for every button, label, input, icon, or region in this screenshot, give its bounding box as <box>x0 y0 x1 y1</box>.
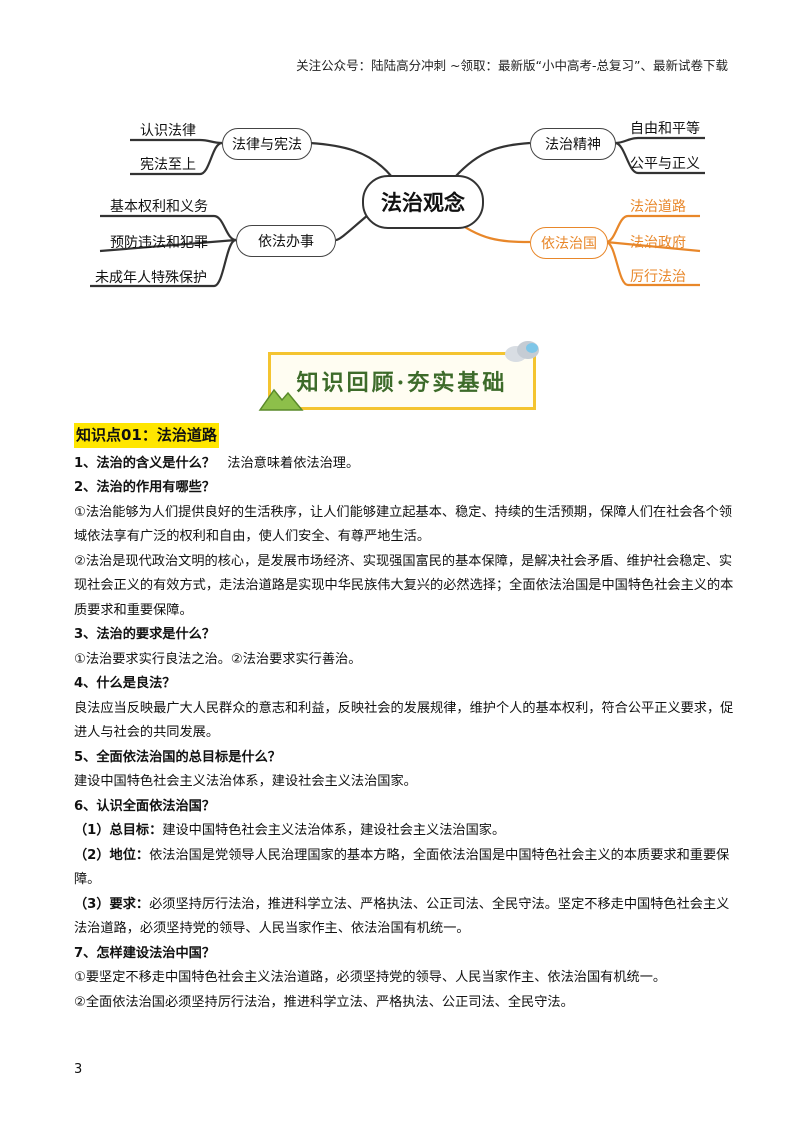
q6-item-2: （2）地位：依法治国是党领导人民治理国家的基本方略，全面依法治国是中国特色社会主… <box>74 844 734 893</box>
leaf-prevent-crime: 预防违法和犯罪 <box>110 235 208 251</box>
cloud-icon <box>505 341 539 362</box>
q6-item-1-text: 建设中国特色社会主义法治体系，建设社会主义法治国家。 <box>162 823 506 838</box>
page-header: 关注公众号：陆陆高分冲刺 ~领取：最新版“小中高考-总复习”、最新试卷下载 <box>296 58 728 73</box>
section-banner: 知识回顾·夯实基础 <box>268 352 536 410</box>
leaf-freedom-equality: 自由和平等 <box>630 121 700 137</box>
q1-question: 1、法治的含义是什么？ <box>74 455 216 471</box>
q5-question: 5、全面依法治国的总目标是什么？ <box>74 749 281 765</box>
q1-answer: 法治意味着依法治理。 <box>227 455 360 471</box>
q6-item-3: （3）要求：必须坚持厉行法治，推进科学立法、严格执法、公正司法、全民守法。坚定不… <box>74 893 734 942</box>
q6-item-1: （1）总目标：建设中国特色社会主义法治体系，建设社会主义法治国家。 <box>74 819 734 844</box>
q7-answer-1: ①要坚定不移走中国特色社会主义法治道路，必须坚持党的领导、人民当家作主、依法治国… <box>74 970 667 985</box>
content: 知识点01：法治道路 1、法治的含义是什么？ 法治意味着依法治理。 2、法治的作… <box>74 423 734 1015</box>
leaf-strict-rule-of-law: 厉行法治 <box>630 269 686 285</box>
page-number: 3 <box>74 1062 83 1077</box>
branch-law-constitution: 法律与宪法 <box>222 128 312 160</box>
q6-item-3-label: （3）要求： <box>74 896 150 912</box>
banner-title: 知识回顾·夯实基础 <box>296 370 508 396</box>
leaf-minor-protection: 未成年人特殊保护 <box>95 270 207 286</box>
q7-question: 7、怎样建设法治中国？ <box>74 945 216 961</box>
leaf-fairness-justice: 公平与正义 <box>630 156 700 172</box>
q6-item-2-text: 依法治国是党领导人民治理国家的基本方略，全面依法治国是中国特色社会主义的本质要求… <box>74 847 730 888</box>
q4-answer: 良法应当反映最广大人民群众的意志和利益，反映社会的发展规律，维护个人的基本权利，… <box>74 700 734 741</box>
q5-answer: 建设中国特色社会主义法治体系，建设社会主义法治国家。 <box>74 774 417 789</box>
branch-act-by-law: 依法办事 <box>236 225 336 257</box>
q2-question: 2、法治的作用有哪些？ <box>74 480 216 495</box>
mind-map: 法治观念 法律与宪法 认识法律 宪法至上 法治精神 自由和平等 公平与正义 依法… <box>0 0 800 320</box>
q6-item-2-label: （2）地位： <box>74 847 150 863</box>
knowledge-point-title: 知识点01：法治道路 <box>74 423 219 448</box>
q4-question: 4、什么是良法？ <box>74 676 176 691</box>
branch-rule-country-by-law: 依法治国 <box>530 227 608 259</box>
q3-question: 3、法治的要求是什么？ <box>74 627 216 642</box>
leaf-constitution-supreme: 宪法至上 <box>140 157 196 173</box>
q6-item-3-text: 必须坚持厉行法治，推进科学立法、严格执法、公正司法、全民守法。坚定不移走中国特色… <box>74 896 730 937</box>
q2-answer-2: ②法治是现代政治文明的核心，是发展市场经济、实现强国富民的基本保障，是解决社会矛… <box>74 553 734 618</box>
q3-answer: ①法治要求实行良法之治。②法治要求实行善治。 <box>74 651 362 667</box>
mountain-icon <box>258 388 304 411</box>
mind-map-connectors <box>90 136 705 288</box>
q2-answer-1: ①法治能够为人们提供良好的生活秩序，让人们能够建立起基本、稳定、持续的生活预期，… <box>74 504 733 545</box>
q6-question: 6、认识全面依法治国？ <box>74 798 216 814</box>
q6-item-1-label: （1）总目标： <box>74 823 163 838</box>
leaf-basic-rights-duties: 基本权利和义务 <box>110 199 208 215</box>
q7-answer-2: ②全面依法治国必须坚持厉行法治，推进科学立法、严格执法、公正司法、全民守法。 <box>74 994 574 1010</box>
leaf-know-law: 认识法律 <box>140 123 196 139</box>
leaf-rule-of-law-government: 法治政府 <box>630 235 686 251</box>
branch-rule-of-law-spirit: 法治精神 <box>530 128 616 160</box>
mind-map-center: 法治观念 <box>362 175 484 229</box>
leaf-rule-of-law-road: 法治道路 <box>630 199 686 215</box>
q1-row: 1、法治的含义是什么？ 法治意味着依法治理。 <box>74 452 734 477</box>
